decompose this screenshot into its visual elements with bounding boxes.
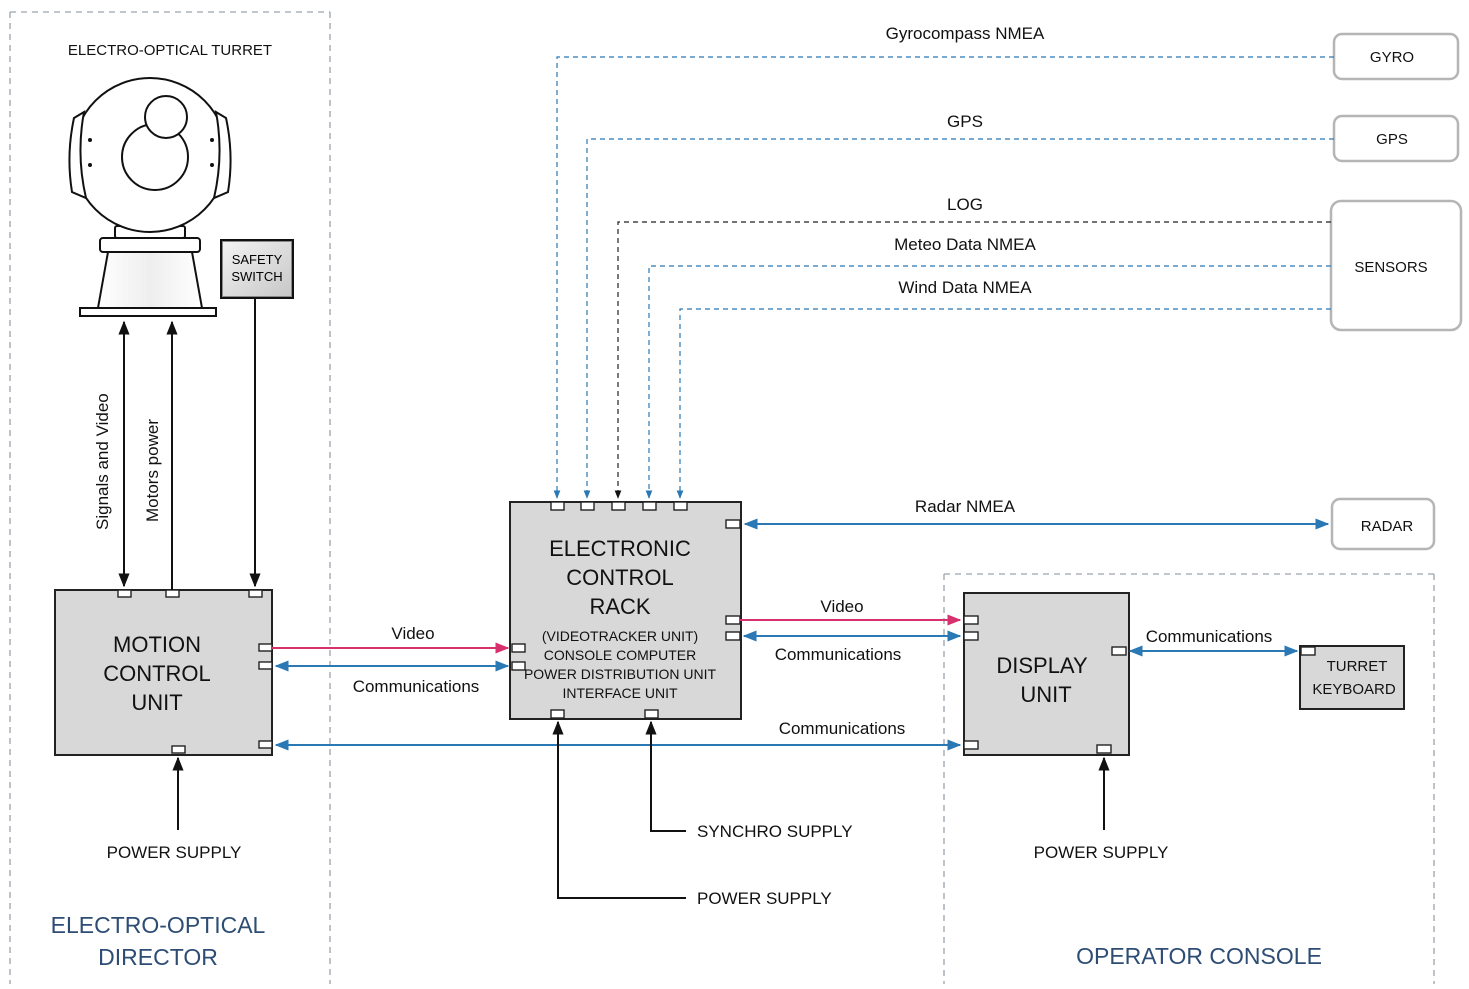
mcu-title-2: CONTROL xyxy=(103,661,211,686)
rack-sub-3: POWER DISTRIBUTION UNIT xyxy=(524,666,717,682)
sensors-label: SENSORS xyxy=(1354,259,1427,276)
gps-link-label: GPS xyxy=(947,112,983,131)
mcu-title-3: UNIT xyxy=(131,690,182,715)
bottom-comms-label: Communications xyxy=(779,719,906,738)
director-group-title-1: ELECTRO-OPTICAL xyxy=(51,912,266,938)
rack-sub-4: INTERFACE UNIT xyxy=(562,685,678,701)
display-title-2: UNIT xyxy=(1020,682,1071,707)
rack-power-supply-label: POWER SUPPLY xyxy=(697,889,832,908)
motion-control-unit xyxy=(54,589,273,756)
rack-title-3: RACK xyxy=(589,594,650,619)
keyboard-comms-label: Communications xyxy=(1146,627,1273,646)
display-unit xyxy=(963,592,1130,756)
mcu-video-label: Video xyxy=(391,624,434,643)
gyro-label: GYRO xyxy=(1370,49,1414,66)
turret-title: ELECTRO-OPTICAL TURRET xyxy=(68,42,272,59)
turret-keyboard xyxy=(1299,645,1405,710)
turret-secondary-lens xyxy=(144,95,188,139)
gyrocompass-label: Gyrocompass NMEA xyxy=(886,24,1045,43)
turret-left-arm xyxy=(68,110,88,200)
safety-switch xyxy=(220,239,294,299)
turret-collar xyxy=(99,237,201,253)
turret-pedestal xyxy=(96,251,204,309)
rack-synchro-link xyxy=(645,720,686,832)
rack-title-2: CONTROL xyxy=(566,565,674,590)
radar-box xyxy=(1330,497,1436,551)
display-title-1: DISPLAY xyxy=(996,653,1088,678)
rack-synchro-supply-label: SYNCHRO SUPPLY xyxy=(697,822,853,841)
console-group-boundary xyxy=(943,573,1435,984)
log-label: LOG xyxy=(947,195,983,214)
director-group-title-2: DIRECTOR xyxy=(98,944,218,970)
wind-link xyxy=(676,308,1331,499)
radar-label: RADAR xyxy=(1361,518,1414,535)
gyrocompass-link xyxy=(553,56,1334,499)
signals-video-label: Signals and Video xyxy=(93,393,112,530)
rack-sub-2: CONSOLE COMPUTER xyxy=(544,647,696,663)
electro-optical-turret-illustration xyxy=(68,77,232,317)
display-comms-label: Communications xyxy=(775,645,902,664)
gps-label: GPS xyxy=(1376,131,1408,148)
display-power-supply-label: POWER SUPPLY xyxy=(1034,843,1169,862)
mcu-comms-label: Communications xyxy=(353,677,480,696)
console-group-title: OPERATOR CONSOLE xyxy=(1076,943,1322,969)
rack-power-link xyxy=(552,720,686,899)
keyboard-label-1: TURRET xyxy=(1327,658,1388,675)
safety-switch-label-1: SAFETY xyxy=(232,252,283,267)
director-group-boundary xyxy=(9,11,331,984)
turret-base-plate xyxy=(79,307,217,317)
display-video-label: Video xyxy=(820,597,863,616)
motors-power-label: Motors power xyxy=(143,419,162,522)
meteo-label: Meteo Data NMEA xyxy=(894,235,1036,254)
rack-title-1: ELECTRONIC xyxy=(549,536,691,561)
mcu-power-supply-label: POWER SUPPLY xyxy=(107,843,242,862)
safety-switch-label-2: SWITCH xyxy=(231,269,282,284)
gps-link xyxy=(583,138,1334,499)
turret-right-arm xyxy=(212,110,232,200)
mcu-title-1: MOTION xyxy=(113,632,201,657)
meteo-link xyxy=(645,265,1331,499)
keyboard-label-2: KEYBOARD xyxy=(1312,681,1396,698)
log-link xyxy=(614,221,1331,499)
electronic-control-rack xyxy=(509,501,742,720)
wind-label: Wind Data NMEA xyxy=(898,278,1032,297)
radar-link-label: Radar NMEA xyxy=(915,497,1016,516)
rack-sub-1: (VIDEOTRACKER UNIT) xyxy=(542,628,698,644)
